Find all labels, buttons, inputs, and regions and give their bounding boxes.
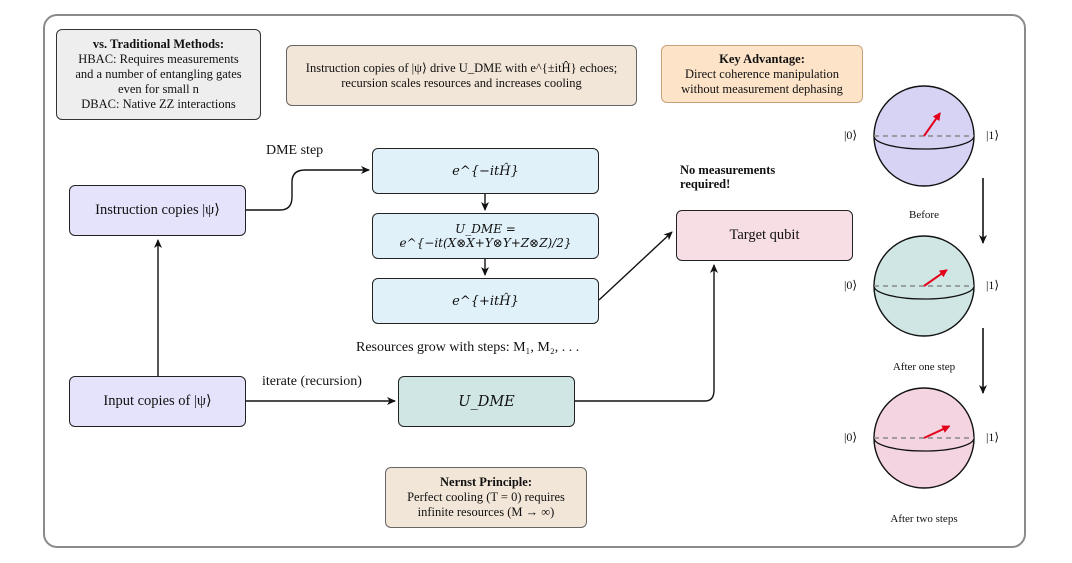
input-copies-label: Input copies of |ψ⟩: [103, 393, 212, 409]
nernst-title: Nernst Principle:: [440, 475, 532, 489]
exp-minus-label: e^{−itĤ}: [452, 163, 519, 179]
advantage-line1: Direct coherence manipulation: [684, 66, 840, 81]
traditional-title: vs. Traditional Methods:: [92, 37, 225, 51]
ket-one-label: |1⟩: [986, 430, 1000, 444]
instruction-copies-node: Instruction copies |ψ⟩: [69, 185, 246, 236]
instruction-line2: recursion scales resources and increases…: [341, 75, 582, 90]
target-qubit-node: Target qubit: [676, 210, 853, 261]
udme-definition-label: U_DME = e^{−it(X⊗X+Y⊗Y+Z⊗Z)/2}: [399, 222, 572, 250]
exp-minus-node: e^{−itĤ}: [372, 148, 599, 194]
udme-node: U_DME: [398, 376, 575, 427]
instruction-note: Instruction copies of |ψ⟩ drive U_DME wi…: [286, 45, 637, 106]
udme-label: U_DME: [458, 393, 515, 410]
exp-plus-node: e^{+itĤ}: [372, 278, 599, 324]
traditional-line3: even for small n: [118, 82, 199, 96]
diagram-frame: [43, 14, 1026, 548]
sphere-caption: Before: [909, 209, 939, 221]
ket-zero-label: |0⟩: [844, 278, 858, 292]
ket-zero-label: |0⟩: [844, 430, 858, 444]
key-advantage-note: Key Advantage: Direct coherence manipula…: [661, 45, 863, 103]
no-measurements-label-1: No measurements: [680, 163, 776, 177]
traditional-line4: DBAC: Native ZZ interactions: [81, 97, 236, 111]
ket-one-label: |1⟩: [986, 128, 1000, 142]
nernst-note: Nernst Principle: Perfect cooling (T = 0…: [385, 467, 587, 528]
resources-label: Resources grow with steps: M₁, M₂, . . .: [356, 340, 580, 355]
state-vector-arrow: [923, 425, 951, 439]
iterate-label: iterate (recursion): [262, 374, 362, 389]
nernst-line2: infinite resources (M → ∞): [417, 505, 555, 519]
ket-one-label: |1⟩: [986, 278, 1000, 292]
instruction-copies-label: Instruction copies |ψ⟩: [95, 202, 220, 218]
traditional-line2: and a number of entangling gates: [75, 67, 242, 81]
no-measurements-label-2: required!: [680, 177, 731, 191]
instruction-line1: Instruction copies of |ψ⟩ drive U_DME wi…: [305, 60, 618, 75]
advantage-line2: without measurement dephasing: [681, 81, 843, 96]
arrow-udme-to-target: [575, 264, 718, 402]
dme-step-label: DME step: [266, 143, 324, 158]
sphere-caption: After two steps: [890, 513, 958, 525]
input-copies-node: Input copies of |ψ⟩: [69, 376, 246, 427]
advantage-title: Key Advantage:: [719, 51, 805, 66]
ket-zero-label: |0⟩: [844, 128, 858, 142]
bloch-sphere: [873, 235, 975, 337]
sphere-caption: After one step: [892, 361, 956, 373]
state-vector-arrow: [923, 112, 941, 137]
traditional-methods-note: vs. Traditional Methods: HBAC: Requires …: [56, 29, 261, 120]
state-vector-arrow: [923, 269, 948, 287]
udme-definition-node: U_DME = e^{−it(X⊗X+Y⊗Y+Z⊗Z)/2}: [372, 213, 599, 259]
bloch-sphere: [873, 387, 975, 489]
exp-plus-label: e^{+itĤ}: [452, 293, 519, 309]
arrow-dme-step: [246, 166, 370, 211]
target-qubit-label: Target qubit: [729, 227, 800, 243]
arrow-exp-to-target: [598, 231, 673, 301]
bloch-sphere: [873, 85, 975, 187]
traditional-line1: HBAC: Requires measurements: [78, 52, 239, 66]
nernst-line1: Perfect cooling (T = 0) requires: [407, 490, 565, 504]
